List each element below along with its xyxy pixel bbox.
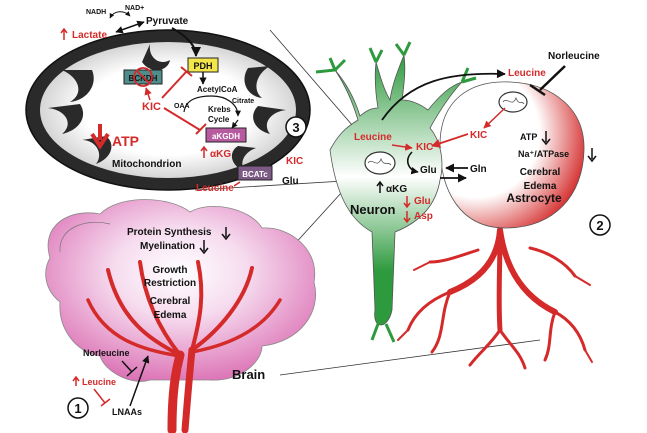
acetylcoa-label: AcetylCoA xyxy=(197,85,238,94)
neuron-mitochondrion xyxy=(364,151,396,175)
krebs-line1: Krebs xyxy=(208,105,231,114)
krebs-line2: Cycle xyxy=(208,115,230,124)
brain-leucine-label: Leucine xyxy=(82,377,116,387)
panel-2-number: 2 xyxy=(596,218,603,233)
neuron-body xyxy=(329,53,463,326)
astrocyte-endfeet xyxy=(397,227,593,370)
panel-3-number: 3 xyxy=(292,120,299,135)
brain-panel: Protein Synthesis Myelination Growth Res… xyxy=(45,199,316,433)
neuron-kic-glu-arrow xyxy=(407,151,419,175)
neuron-akg-label: αKG xyxy=(386,184,407,195)
atp-red-down-arrow xyxy=(90,124,110,150)
astrocyte-body xyxy=(439,81,585,229)
bckdh-label: BCKDH xyxy=(129,74,158,83)
pyruvate-to-pdh-arrow xyxy=(171,27,201,57)
neuron-title: Neuron xyxy=(350,202,396,217)
pyruvate-lactate-arrow xyxy=(115,20,145,34)
brain-title: Brain xyxy=(232,367,265,382)
neuron-glu-label: Glu xyxy=(420,165,437,176)
astrocyte-title: Astrocyte xyxy=(506,191,562,205)
brain-edema-line2: Edema xyxy=(154,310,187,321)
lactate-label: Lactate xyxy=(72,30,107,41)
bcatc-label: BCATc xyxy=(242,170,268,179)
akg-mito-label: αKG xyxy=(210,149,231,160)
glu-mito-label: Glu xyxy=(282,176,299,187)
kic-right-label: KIC xyxy=(286,156,303,167)
myelination-down-arrow xyxy=(199,240,209,255)
citrate-label: Citrate xyxy=(232,98,254,105)
kic-inhibits-pdh xyxy=(161,66,193,99)
nadh-label: NADH xyxy=(86,9,106,16)
leucine-mito-label: Leucine xyxy=(196,183,234,194)
pyruvate-label: Pyruvate xyxy=(146,16,189,27)
nadh-nad-arc xyxy=(109,11,131,19)
astrocyte-gln-label: Gln xyxy=(470,164,487,175)
mitochondrion-panel: NADH NAD+ Pyruvate Lactate PDH BCKDH Ace… xyxy=(25,5,311,194)
krebs-cycle-arc xyxy=(183,95,241,117)
astrocyte-leucine-kic-arrow xyxy=(483,107,506,129)
brain-outline-inner xyxy=(59,221,111,253)
astrocyte-kic-label: KIC xyxy=(470,130,487,141)
astrocyte-norleucine-arrow xyxy=(539,65,566,91)
protein-synthesis-label: Protein Synthesis xyxy=(127,227,212,238)
nad-label: NAD+ xyxy=(125,5,144,12)
kic-bckdh-arrow xyxy=(144,87,152,101)
neuron-leucine-kic-arrow xyxy=(391,143,413,151)
lnaas-to-brain-arrow xyxy=(129,355,150,407)
kic-inhibits-akgdh xyxy=(163,107,207,135)
panel-3-badge xyxy=(285,116,307,138)
brain-edema-line1: Cerebral xyxy=(150,296,191,307)
neuron-asp-label: Asp xyxy=(414,211,433,222)
neuron-glu-red-label: Glu xyxy=(414,196,431,207)
leucine-inhibit-line xyxy=(93,388,111,407)
pdh-label: PDH xyxy=(193,61,212,71)
lnaas-label: LNAAs xyxy=(112,407,142,417)
leucine-to-bcatc-arrow xyxy=(233,181,241,187)
brain-vessels xyxy=(86,260,282,433)
akgdh-box xyxy=(205,127,247,143)
astrocyte-naatpase-label: Na⁺/ATPase xyxy=(518,149,569,159)
mitochondrion-label: Mitochondrion xyxy=(112,159,181,170)
panel-1-badge xyxy=(67,397,89,419)
myelination-label: Myelination xyxy=(140,241,195,252)
neuron-kic-label: KIC xyxy=(416,142,433,153)
growth-label: Growth xyxy=(153,265,188,276)
leucine-red-up-arrow xyxy=(72,375,80,386)
bcatc-box xyxy=(237,165,273,181)
neuron-to-astrocyte-leucine-arrow xyxy=(381,69,506,121)
kic-mito-label: KIC xyxy=(142,101,161,113)
protein-synthesis-down-arrow xyxy=(221,227,231,241)
astrocyte-edema-line1: Cerebral xyxy=(520,167,561,178)
astrocyte-atp-label: ATP xyxy=(520,132,537,142)
brain-norleucine-label: Norleucine xyxy=(83,348,130,358)
bckdh-inhibited-mark xyxy=(133,67,153,87)
brain-shape xyxy=(45,199,316,382)
neuron-leucine-label: Leucine xyxy=(354,132,392,143)
astrocyte-kic-to-neuron-arrow xyxy=(431,133,469,148)
norleucine-inhibit-line xyxy=(121,360,138,377)
astrocyte-leucine-label: Leucine xyxy=(508,68,546,79)
astrocyte-panel: Norleucine Leucine KIC ATP Na⁺/ATPase Ce… xyxy=(397,51,611,370)
atp-mito-label: ATP xyxy=(112,133,139,149)
oaa-label: OAA xyxy=(174,103,190,110)
neuron-panel: Leucine KIC Glu αKG Neuron Glu Asp xyxy=(315,41,506,343)
akgdh-label: aKGDH xyxy=(212,132,240,141)
restriction-label: Restriction xyxy=(144,278,196,289)
panel-1-number: 1 xyxy=(74,401,81,416)
astrocyte-edema-line2: Edema xyxy=(524,181,557,192)
panel-2-badge xyxy=(589,214,611,236)
astrocyte-norleucine-label: Norleucine xyxy=(548,51,600,62)
